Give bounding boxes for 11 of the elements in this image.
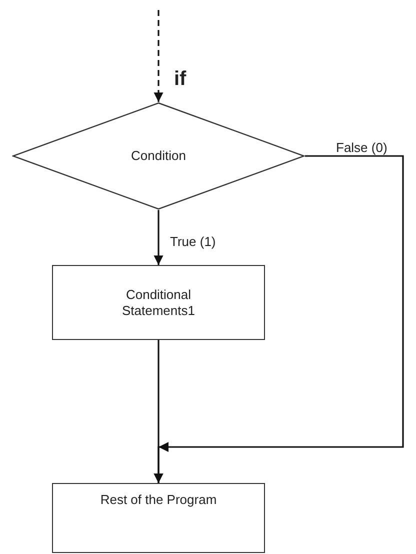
process-box — [52, 483, 265, 553]
decision-diamond — [12, 102, 305, 210]
arrow — [154, 340, 164, 483]
edge-label: True (1) — [168, 234, 218, 249]
arrow — [154, 210, 164, 265]
node-text: Conditional Statements1 — [121, 286, 196, 318]
arrow — [154, 10, 164, 102]
node-text: Rest of the Program — [100, 492, 217, 508]
process-box — [52, 265, 265, 340]
node-text: Condition — [131, 148, 186, 164]
edge-label: False (0) — [334, 140, 390, 155]
